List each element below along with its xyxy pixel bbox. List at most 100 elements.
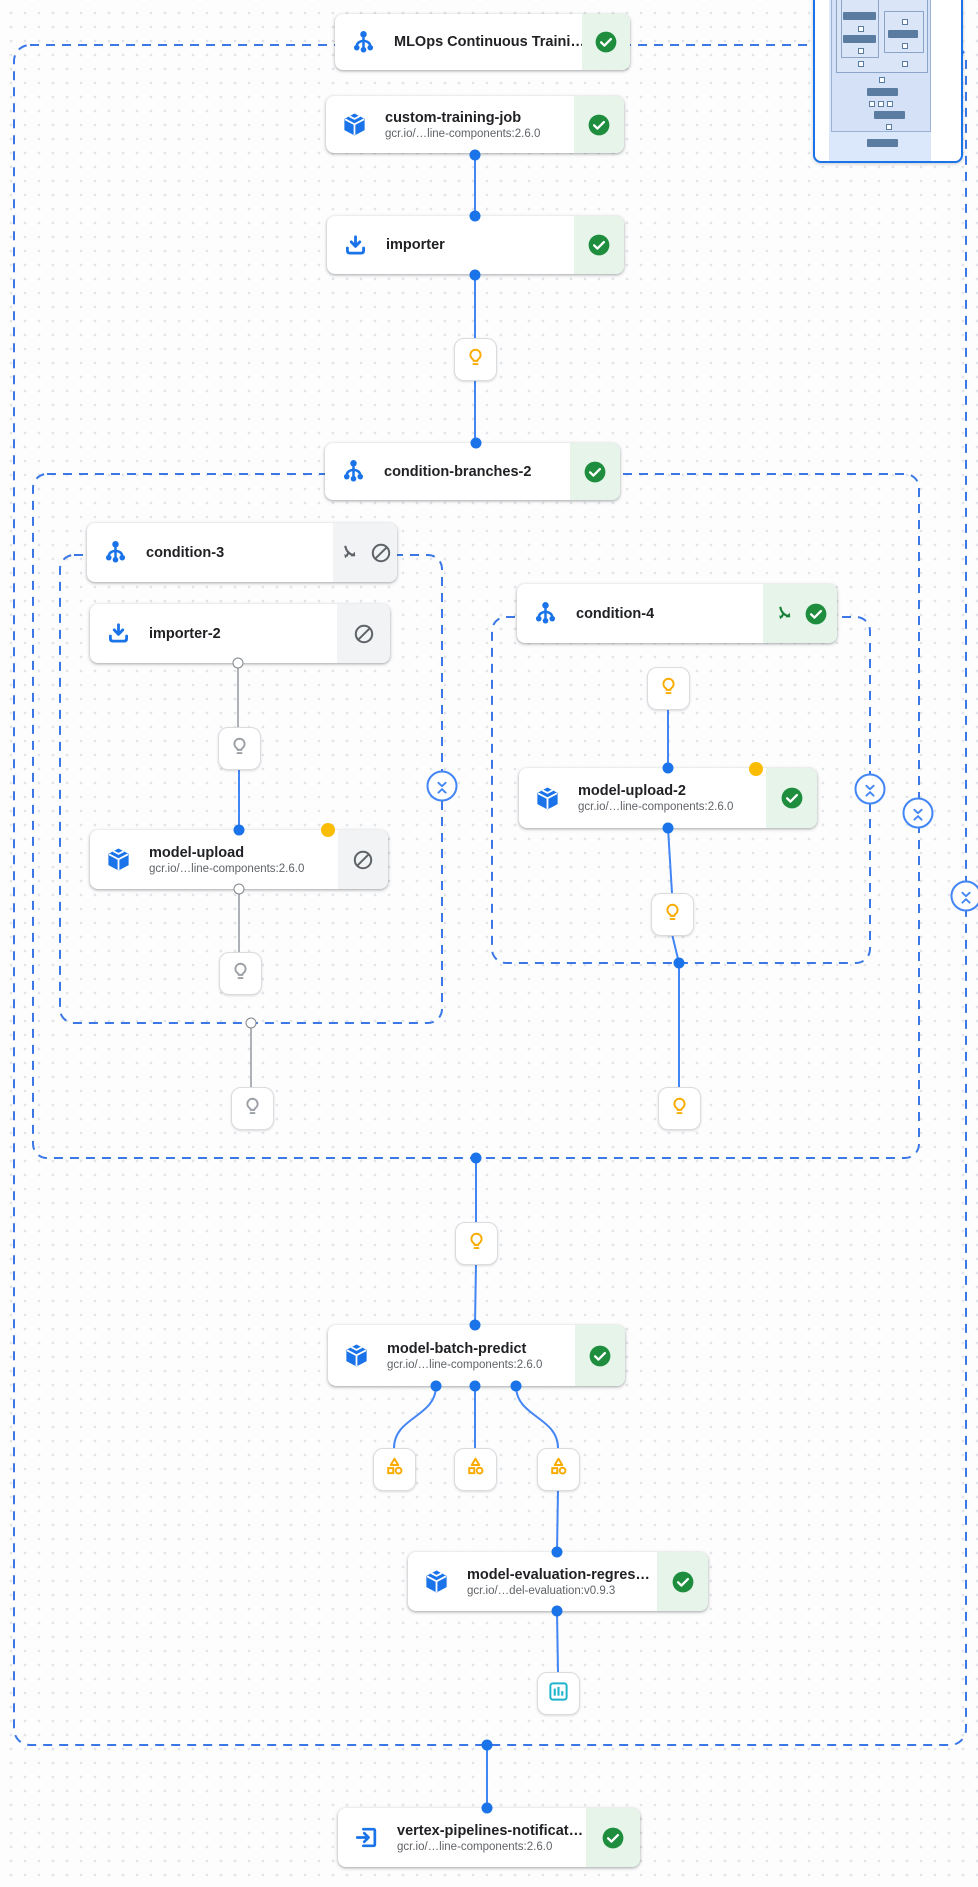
port-dot <box>469 1380 481 1392</box>
collapse-condition-4-button[interactable] <box>854 773 886 805</box>
node-custom-training-job[interactable]: custom-training-job gcr.io/…line-compone… <box>326 96 624 153</box>
artifact-output[interactable] <box>373 1448 416 1491</box>
status-succeeded-icon <box>587 113 611 137</box>
artifact-parameter[interactable] <box>454 338 497 381</box>
status-section <box>657 1552 708 1611</box>
port-dot <box>551 1605 563 1617</box>
lightbulb-icon <box>667 1094 692 1124</box>
port-dot <box>673 957 685 969</box>
status-section <box>763 584 837 643</box>
node-subtitle: gcr.io/…line-components:2.6.0 <box>385 127 541 140</box>
node-subtitle: gcr.io/…del-evaluation:v0.9.3 <box>467 1584 616 1597</box>
node-title: importer <box>386 237 445 253</box>
tree-branch-icon <box>340 458 367 485</box>
node-model-upload[interactable]: model-upload gcr.io/…line-components:2.6… <box>90 830 388 889</box>
artifact-parameter[interactable] <box>455 1222 498 1265</box>
status-skipped-icon <box>369 541 393 565</box>
node-title: model-upload-2 <box>578 783 686 799</box>
port-dot <box>469 210 481 222</box>
artifact-parameter-skipped[interactable] <box>231 1087 274 1130</box>
artifact-shapes-icon <box>463 1455 488 1485</box>
component-cube-icon <box>343 1342 370 1369</box>
artifact-output[interactable] <box>537 1448 580 1491</box>
tree-branch-icon <box>102 539 129 566</box>
port-skipped <box>245 1017 257 1029</box>
node-importer-2[interactable]: importer-2 <box>90 604 390 663</box>
collapse-condition-3-button[interactable] <box>426 770 458 802</box>
component-cube-icon <box>423 1568 450 1595</box>
node-subtitle: gcr.io/…line-components:2.6.0 <box>387 1358 543 1371</box>
node-subtitle: gcr.io/…line-components:2.6.0 <box>397 1840 553 1853</box>
port-dot <box>469 269 481 281</box>
status-section <box>766 768 817 828</box>
port-dot <box>430 1380 442 1392</box>
node-title: importer-2 <box>149 625 221 642</box>
metrics-chart-icon <box>546 1679 571 1709</box>
collapse-pipeline-button[interactable] <box>950 880 978 912</box>
port-dot <box>469 1319 481 1331</box>
port-dot <box>481 1739 493 1751</box>
artifact-shapes-icon <box>382 1455 407 1485</box>
node-title: model-evaluation-regres… <box>467 1566 650 1583</box>
branch-taken-icon <box>773 602 797 626</box>
artifact-metrics[interactable] <box>537 1672 580 1715</box>
artifact-output[interactable] <box>454 1448 497 1491</box>
lightbulb-icon <box>464 1229 489 1259</box>
port-dot <box>469 149 481 161</box>
component-cube-icon <box>105 846 132 873</box>
node-subtitle: gcr.io/…line-components:2.6.0 <box>149 862 305 875</box>
artifact-parameter-skipped[interactable] <box>218 727 261 770</box>
status-section <box>582 14 630 70</box>
artifact-parameter[interactable] <box>651 893 694 936</box>
node-subtitle: gcr.io/…line-components:2.6.0 <box>578 801 734 813</box>
component-cube-icon <box>341 111 368 138</box>
port-dot <box>510 1380 522 1392</box>
lightbulb-icon <box>463 345 488 375</box>
artifact-badge-dot <box>321 823 335 837</box>
branch-taken-icon <box>338 541 362 565</box>
port-dot <box>470 1152 482 1164</box>
node-condition-4[interactable]: condition-4 <box>517 584 837 643</box>
tree-branch-icon <box>532 600 559 627</box>
node-model-batch-predict[interactable]: model-batch-predict gcr.io/…line-compone… <box>328 1325 625 1386</box>
artifact-badge-dot <box>749 762 763 776</box>
status-section <box>575 1325 625 1386</box>
port-skipped <box>233 883 245 895</box>
node-title: condition-branches-2 <box>384 463 532 480</box>
status-succeeded-icon <box>671 1570 695 1594</box>
download-importer-icon <box>105 620 132 647</box>
port-dot <box>662 822 674 834</box>
collapse-condition-branches-2-button[interactable] <box>902 797 934 829</box>
status-skipped-icon <box>352 622 376 646</box>
minimap[interactable] <box>813 0 963 163</box>
exit-to-app-icon <box>353 1824 380 1851</box>
status-skipped-icon <box>351 848 375 872</box>
lightbulb-icon <box>240 1094 265 1124</box>
node-title: condition-4 <box>576 605 655 622</box>
artifact-parameter[interactable] <box>647 667 690 710</box>
status-section <box>574 96 624 153</box>
node-vertex-pipelines-notification[interactable]: vertex-pipelines-notificat… gcr.io/…line… <box>338 1808 640 1867</box>
collapse-chevrons-icon <box>956 886 977 907</box>
node-condition-branches-2[interactable]: condition-branches-2 <box>325 443 620 500</box>
node-model-evaluation-regression[interactable]: model-evaluation-regres… gcr.io/…del-eva… <box>408 1552 708 1611</box>
collapse-chevrons-icon <box>908 803 929 824</box>
minimap-content <box>829 0 931 161</box>
artifact-parameter[interactable] <box>658 1087 701 1130</box>
status-section <box>570 443 620 500</box>
status-succeeded-icon <box>594 30 618 54</box>
node-condition-3[interactable]: condition-3 <box>87 523 397 582</box>
port-dot <box>662 762 674 774</box>
node-importer[interactable]: importer <box>327 216 624 274</box>
node-mlops-title[interactable]: MLOps Continuous Traini… <box>335 14 630 70</box>
node-model-upload-2[interactable]: model-upload-2 gcr.io/…line-components:2… <box>519 768 817 828</box>
artifact-shapes-icon <box>546 1455 571 1485</box>
node-title: vertex-pipelines-notificat… <box>397 1822 584 1839</box>
lightbulb-icon <box>228 959 253 989</box>
artifact-parameter-skipped[interactable] <box>219 952 262 995</box>
node-title: condition-3 <box>146 544 225 561</box>
lightbulb-icon <box>227 734 252 764</box>
status-section <box>586 1808 640 1867</box>
node-title: custom-training-job <box>385 109 522 126</box>
